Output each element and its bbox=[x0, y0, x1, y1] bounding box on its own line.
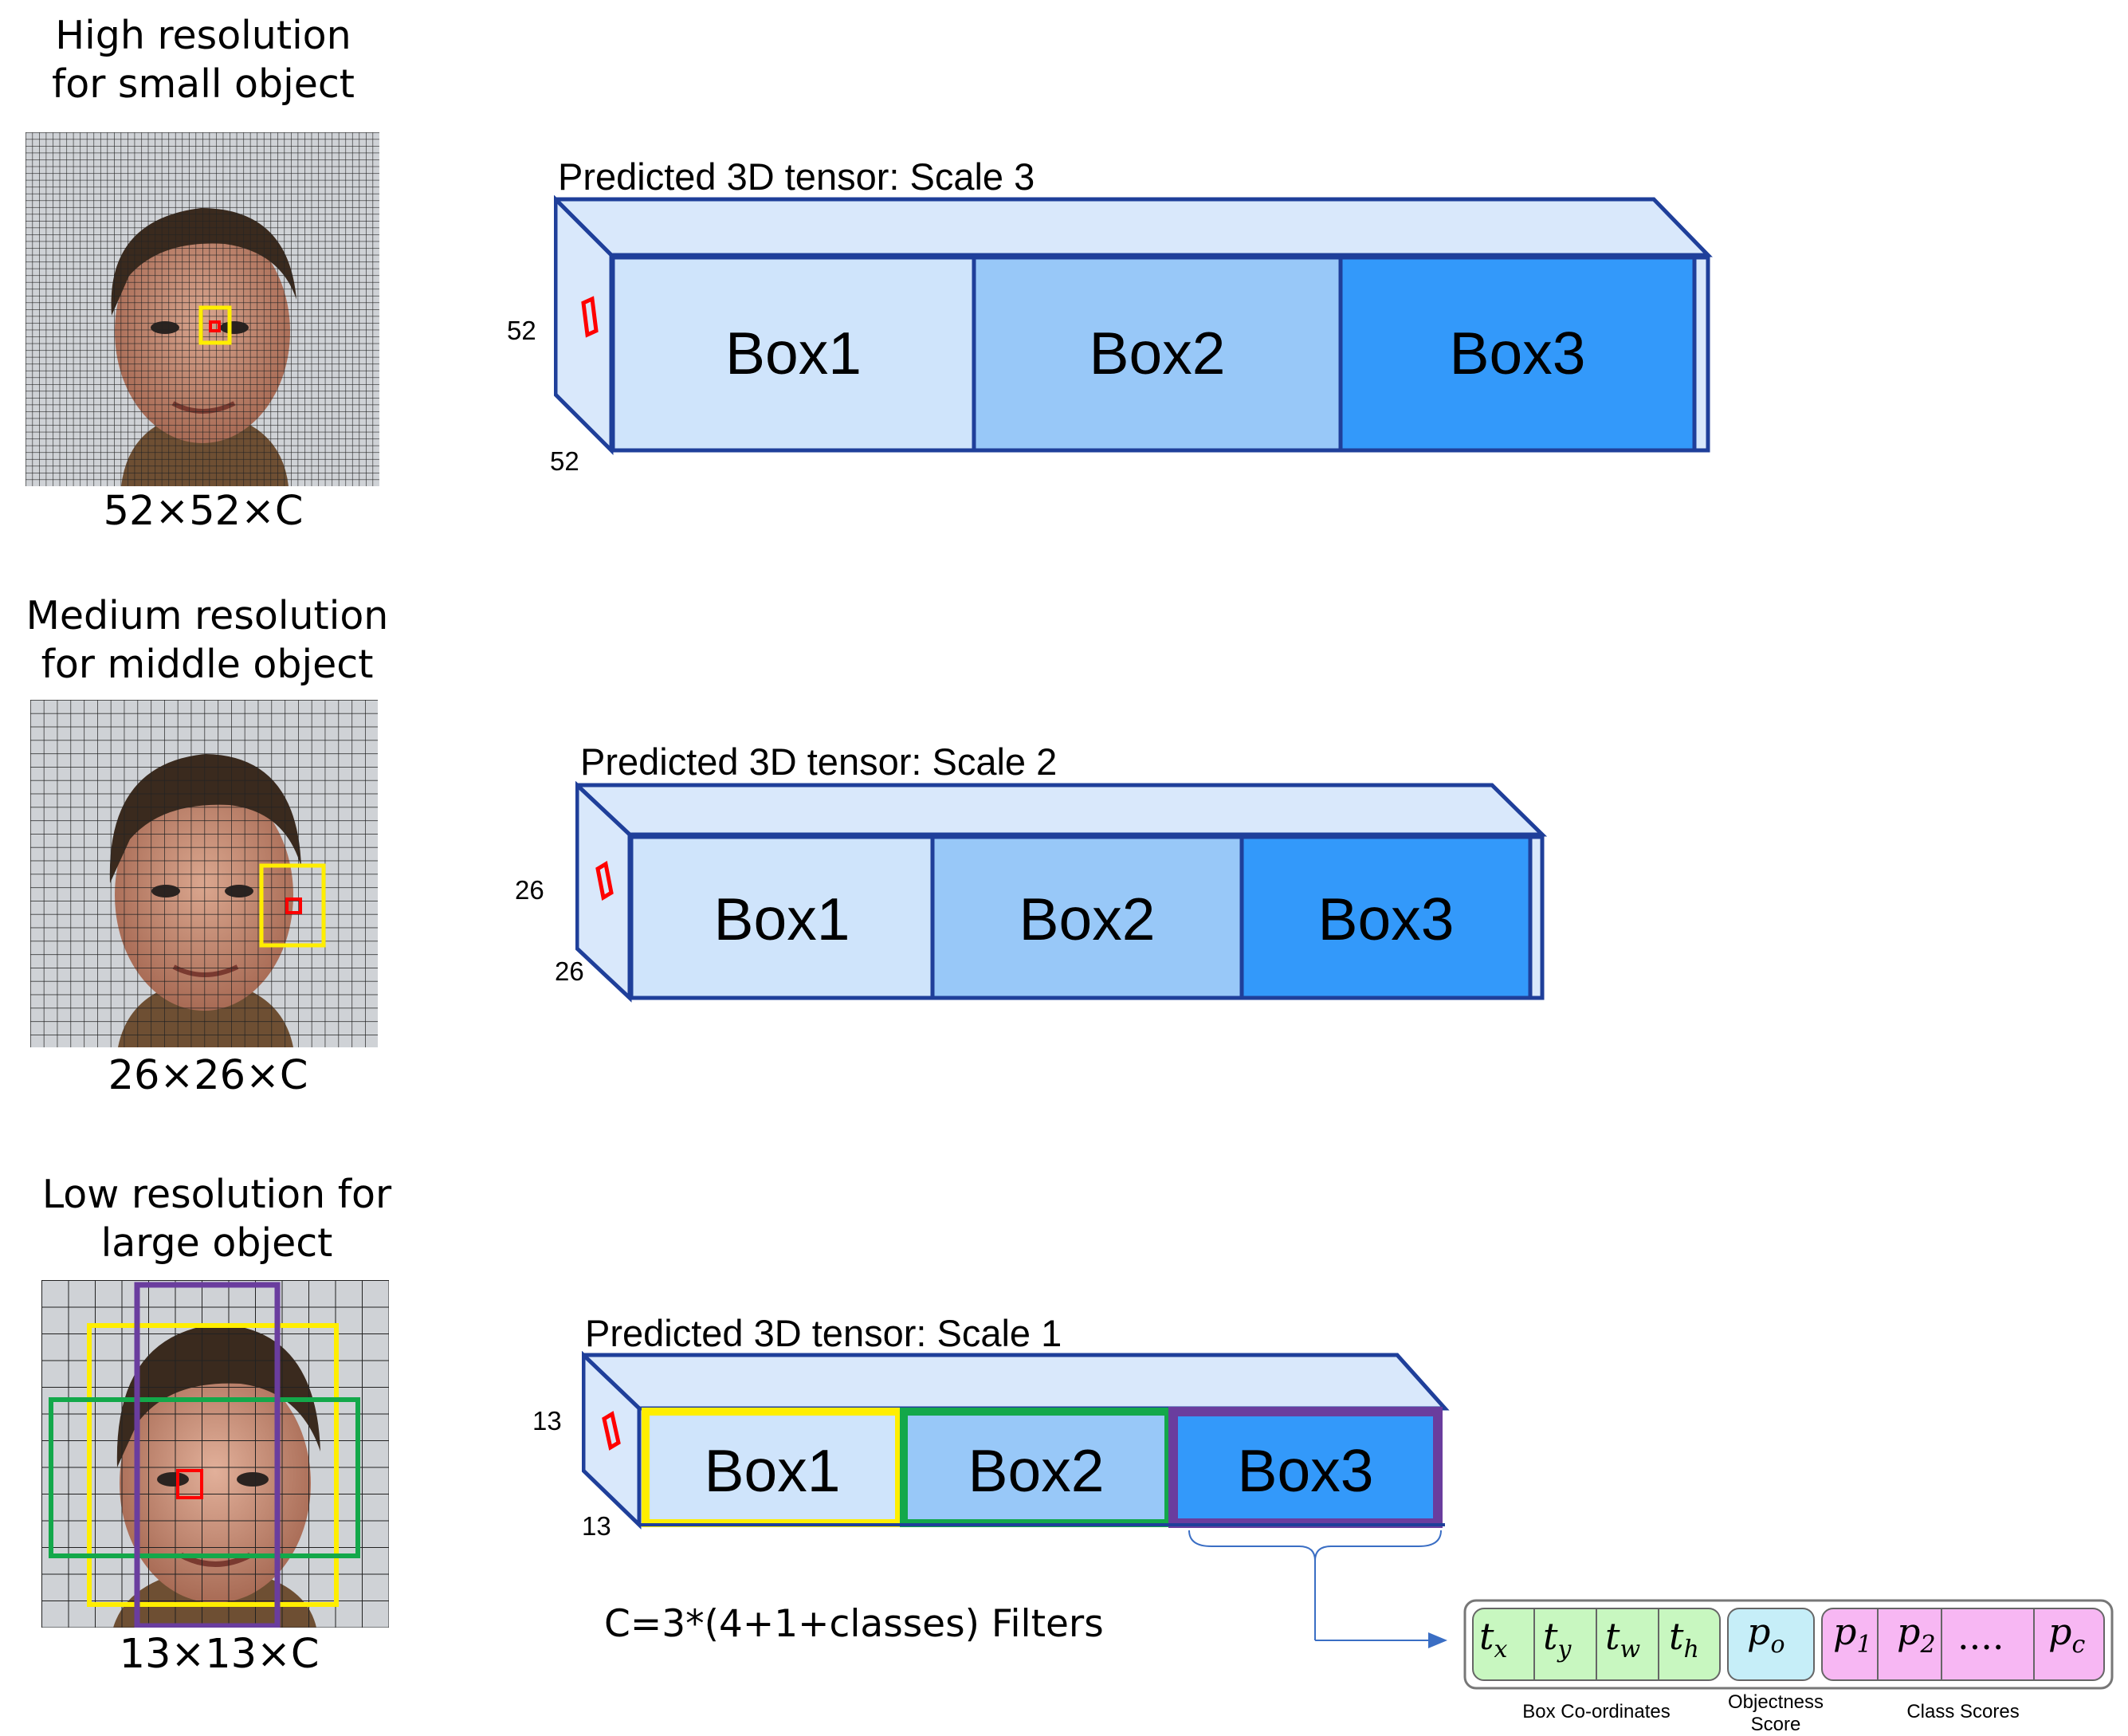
scale1-depth-label: 13 bbox=[582, 1511, 611, 1541]
vec-ty: ty bbox=[1543, 1615, 1572, 1664]
scale2-caption: Medium resolution for middle object bbox=[26, 593, 389, 687]
scale2-box3-label: Box3 bbox=[1317, 886, 1455, 952]
vec-th: th bbox=[1669, 1615, 1699, 1664]
scale3-box2-label: Box2 bbox=[1089, 320, 1226, 387]
scale3-side-label: 52 bbox=[507, 316, 536, 345]
output-vector bbox=[1463, 1599, 2114, 1695]
box3-bracket-arrow bbox=[1180, 1529, 1451, 1656]
scale1-box1-label: Box1 bbox=[704, 1437, 841, 1504]
vec-pc: pc bbox=[2048, 1610, 2086, 1659]
scale2-box1-label: Box1 bbox=[713, 886, 850, 952]
scale1-image bbox=[41, 1280, 389, 1628]
scale1-caption: Low resolution for large object bbox=[41, 1172, 392, 1266]
label-objectness-score: Objectness Score bbox=[1727, 1691, 1824, 1735]
vec-tx: tx bbox=[1479, 1615, 1508, 1664]
scale3-image bbox=[26, 132, 379, 486]
scale3-tensor-title: Predicted 3D tensor: Scale 3 bbox=[558, 155, 1035, 198]
scale2-depth-label: 26 bbox=[555, 956, 584, 986]
scale3-dims: 52×52×C bbox=[103, 488, 304, 535]
scale2-tensor bbox=[571, 780, 1548, 1004]
scale3-caption: High resolution for small object bbox=[51, 13, 355, 107]
filters-formula: C=3*(4+1+classes) Filters bbox=[604, 1602, 1104, 1646]
scale2-side-label: 26 bbox=[515, 875, 544, 905]
vec-dots: .... bbox=[1957, 1615, 2004, 1658]
vec-p1: p1 bbox=[1833, 1610, 1872, 1659]
scale1-dims: 13×13×C bbox=[119, 1631, 320, 1678]
vec-po: po bbox=[1747, 1610, 1785, 1659]
scale1-tensor-title: Predicted 3D tensor: Scale 1 bbox=[585, 1312, 1062, 1354]
label-box-coordinates: Box Co-ordinates bbox=[1522, 1701, 1671, 1722]
scale3-box1-label: Box1 bbox=[725, 320, 862, 387]
vec-p2: p2 bbox=[1897, 1610, 1936, 1659]
scale2-dims: 26×26×C bbox=[108, 1052, 308, 1099]
scale2-image bbox=[30, 700, 378, 1047]
scale1-box2-label: Box2 bbox=[968, 1437, 1105, 1504]
scale3-box3-label: Box3 bbox=[1449, 320, 1586, 387]
scale2-tensor-title: Predicted 3D tensor: Scale 2 bbox=[580, 740, 1058, 783]
scale3-tensor bbox=[550, 194, 1718, 458]
label-class-scores: Class Scores bbox=[1906, 1701, 2020, 1722]
scale1-tensor bbox=[578, 1350, 1451, 1534]
scale1-side-label: 13 bbox=[532, 1406, 562, 1436]
scale1-box3-label: Box3 bbox=[1237, 1437, 1374, 1504]
scale3-depth-label: 52 bbox=[550, 446, 579, 476]
scale2-box2-label: Box2 bbox=[1019, 886, 1156, 952]
vec-tw: tw bbox=[1605, 1615, 1641, 1664]
